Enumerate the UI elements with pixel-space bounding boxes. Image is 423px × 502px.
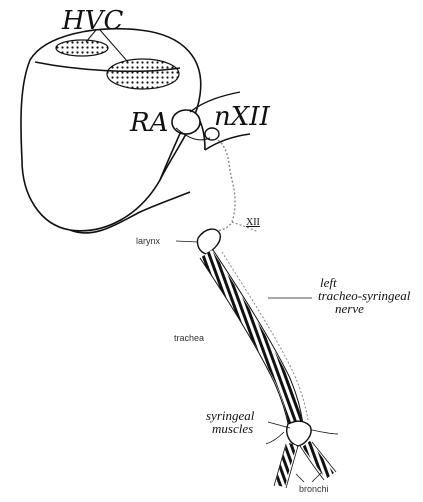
bronchus-left	[280, 444, 292, 486]
syringeal-label-line2: muscles	[212, 423, 253, 435]
bronchi-pointer-left	[296, 474, 304, 482]
xii-label: XII	[246, 218, 260, 228]
larynx-shape	[197, 229, 220, 254]
larynx-pointer	[176, 241, 198, 242]
trachea-label: trachea	[174, 334, 204, 343]
hypoglossal-nerve	[210, 140, 235, 232]
nerve-label-line2: tracheo-syringeal	[318, 290, 410, 302]
trachea-outline-left	[200, 258, 289, 428]
syringeal-pointer	[268, 422, 290, 428]
hvc-label: HVC	[62, 8, 123, 34]
bronchi-label: bronchi	[299, 485, 329, 494]
ra-label: RA	[130, 110, 168, 136]
hvc-nucleus-right	[107, 59, 179, 89]
nerve-label-line3: nerve	[335, 303, 364, 315]
larynx-label: larynx	[136, 237, 160, 246]
nxii-label: nXII	[214, 104, 270, 130]
brain-outline	[21, 29, 201, 231]
hvc-nucleus-left	[56, 40, 108, 56]
brain-lower-lobe	[70, 192, 190, 233]
bronchi-pointer-right	[312, 472, 322, 482]
ra-nucleus	[172, 110, 200, 134]
syrinx	[287, 421, 311, 446]
